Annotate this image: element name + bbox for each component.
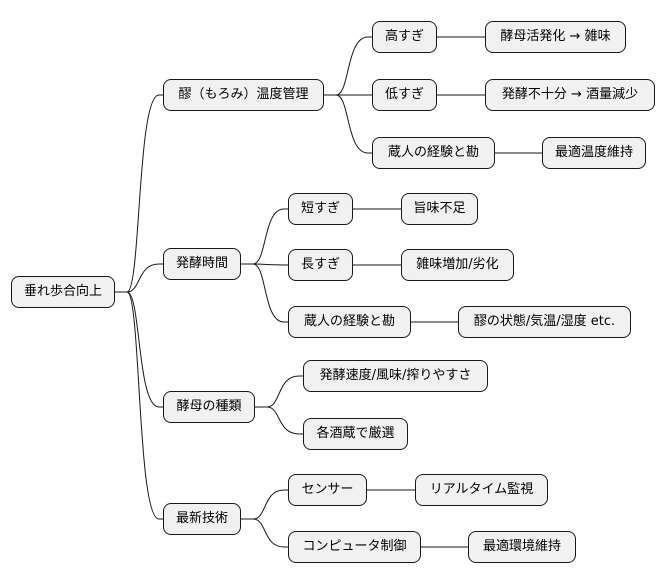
root-node: 垂れ歩合向上 [11, 276, 115, 308]
detail-node-optimal-temperature: 最適温度維持 [542, 137, 646, 169]
leaf-node-brewer-experience-2: 蔵人の経験と勘 [288, 306, 411, 338]
connector-branch-node-temperature-control-to-leaf-node-too-high [324, 36, 372, 96]
leaf-node-too-high: 高すぎ [372, 21, 437, 53]
detail-node-insufficient-fermentation: 発酵不十分 → 酒量減少 [485, 79, 655, 111]
connector-branch-node-yeast-type-to-leaf-node-yeast-properties [255, 375, 303, 408]
detail-node-optimal-environment: 最適環境維持 [468, 531, 576, 563]
leaf-node-brewery-selection: 各酒蔵で厳選 [303, 418, 408, 450]
detail-node-off-flavor-increase: 雑味増加/劣化 [401, 249, 514, 281]
branch-node-temperature-control: 醪（もろみ）温度管理 [163, 79, 324, 111]
leaf-node-yeast-properties: 発酵速度/風味/搾りやすさ [303, 360, 488, 392]
connector-root-node-to-branch-node-temperature-control [115, 94, 163, 293]
detail-node-moromi-conditions: 醪の状態/気温/湿度 etc. [458, 306, 631, 338]
connector-branch-node-latest-technology-to-leaf-node-computer-control [241, 518, 288, 548]
connector-branch-node-temperature-control-to-leaf-node-brewer-experience [324, 94, 372, 154]
detail-node-realtime-monitoring: リアルタイム監視 [415, 474, 548, 506]
leaf-node-too-long: 長すぎ [288, 249, 353, 281]
branch-node-latest-technology: 最新技術 [163, 503, 241, 535]
connector-root-node-to-branch-node-fermentation-time [115, 263, 163, 293]
connector-branch-node-fermentation-time-to-leaf-node-too-short [241, 208, 288, 265]
connector-branch-node-latest-technology-to-leaf-node-sensor [241, 489, 288, 520]
connector-root-node-to-branch-node-latest-technology [115, 291, 163, 520]
leaf-node-brewer-experience: 蔵人の経験と勘 [372, 137, 495, 169]
branch-node-fermentation-time: 発酵時間 [163, 248, 241, 280]
leaf-node-computer-control: コンピュータ制御 [288, 531, 421, 563]
detail-node-yeast-active: 酵母活発化 → 雑味 [485, 21, 626, 53]
connector-branch-node-fermentation-time-to-leaf-node-brewer-experience-2 [241, 263, 288, 323]
leaf-node-too-low: 低すぎ [372, 79, 437, 111]
connector-root-node-to-branch-node-yeast-type [115, 291, 163, 408]
leaf-node-too-short: 短すぎ [288, 193, 353, 225]
detail-node-lack-of-umami: 旨味不足 [401, 193, 478, 225]
connector-branch-node-yeast-type-to-leaf-node-brewery-selection [255, 406, 303, 435]
branch-node-yeast-type: 酵母の種類 [163, 391, 255, 423]
leaf-node-sensor: センサー [288, 474, 367, 506]
